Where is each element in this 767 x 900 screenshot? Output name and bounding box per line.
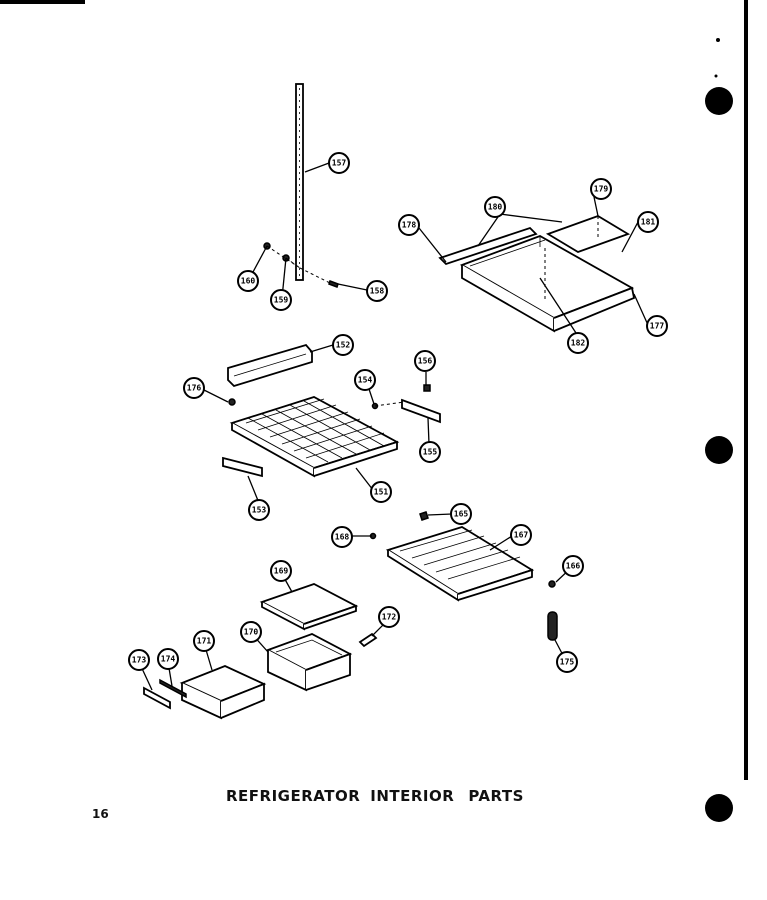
- rail-152: [227, 343, 313, 388]
- svg-text:166: 166: [566, 562, 581, 571]
- spring-175: [547, 611, 558, 641]
- callout-173: 173: [128, 649, 150, 671]
- pin-172: [358, 632, 378, 648]
- clip-165: [419, 511, 429, 521]
- rail-153: [222, 456, 263, 478]
- callout-171: 171: [193, 630, 215, 652]
- dash-ladder: [266, 245, 333, 285]
- callout-172: 172: [378, 606, 400, 628]
- callout-169: 169: [270, 560, 292, 582]
- callout-165: 165: [450, 503, 472, 525]
- svg-text:168: 168: [335, 533, 350, 542]
- svg-text:160: 160: [241, 277, 256, 286]
- callout-174: 174: [157, 648, 179, 670]
- punch-hole-middle: [705, 436, 733, 464]
- callout-154: 154: [354, 369, 376, 391]
- speck: [714, 74, 718, 78]
- wire-shelf-167: [385, 526, 535, 602]
- drawer-171: [179, 665, 267, 720]
- screw-158: [328, 280, 339, 288]
- clip-176: [228, 398, 236, 406]
- svg-text:180: 180: [488, 203, 503, 212]
- callout-178: 178: [398, 214, 420, 236]
- svg-text:171: 171: [197, 637, 212, 646]
- callout-153: 153: [248, 499, 270, 521]
- page-number: 16: [92, 807, 109, 821]
- callout-155: 155: [419, 441, 441, 463]
- callout-177: 177: [646, 315, 668, 337]
- punch-hole-bottom: [705, 794, 733, 822]
- title-word: REFRIGERATOR: [226, 787, 361, 805]
- title-word: INTERIOR: [370, 787, 455, 805]
- speck: [716, 38, 720, 42]
- svg-text:159: 159: [274, 296, 289, 305]
- svg-text:174: 174: [161, 655, 176, 664]
- callout-175: 175: [556, 651, 578, 673]
- svg-text:172: 172: [382, 613, 397, 622]
- callout-160: 160: [237, 270, 259, 292]
- callout-157: 157: [328, 152, 350, 174]
- callout-159: 159: [270, 289, 292, 311]
- strip-174: [159, 678, 187, 699]
- svg-text:154: 154: [358, 376, 373, 385]
- dash-154: [374, 401, 405, 407]
- svg-text:169: 169: [274, 567, 289, 576]
- svg-text:155: 155: [423, 448, 438, 457]
- callout-180: 180: [484, 196, 506, 218]
- svg-text:179: 179: [594, 185, 609, 194]
- svg-text:153: 153: [252, 506, 267, 515]
- svg-text:167: 167: [514, 531, 529, 540]
- svg-text:157: 157: [332, 159, 347, 168]
- callout-151: 151: [370, 481, 392, 503]
- crisper-cover-169: [259, 583, 359, 631]
- shelf-ladder-157: [295, 83, 304, 281]
- svg-text:177: 177: [650, 322, 665, 331]
- top-edge-mark: [0, 0, 85, 4]
- clip-166: [548, 580, 556, 588]
- strip-173: [143, 686, 171, 710]
- clip-156: [423, 384, 431, 392]
- page-title: REFRIGERATOR INTERIOR PARTS: [226, 787, 524, 805]
- callout-179: 179: [590, 178, 612, 200]
- crisper-pan-170: [265, 633, 353, 692]
- leader-lines: [138, 162, 649, 691]
- svg-text:175: 175: [560, 658, 575, 667]
- callout-152: 152: [332, 334, 354, 356]
- callout-168: 168: [331, 526, 353, 548]
- shelf-assembly-177: [438, 215, 636, 333]
- title-word: PARTS: [468, 787, 524, 805]
- callout-158: 158: [366, 280, 388, 302]
- svg-text:173: 173: [132, 656, 147, 665]
- rail-152-detail: [233, 353, 307, 377]
- svg-text:181: 181: [641, 218, 656, 227]
- callout-166: 166: [562, 555, 584, 577]
- callout-176: 176: [183, 377, 205, 399]
- callout-170: 170: [240, 621, 262, 643]
- bracket-155: [401, 398, 441, 424]
- svg-text:158: 158: [370, 287, 385, 296]
- svg-text:152: 152: [336, 341, 351, 350]
- callout-167: 167: [510, 524, 532, 546]
- callout-182: 182: [567, 332, 589, 354]
- svg-text:178: 178: [402, 221, 417, 230]
- wire-shelf-151: [229, 396, 400, 478]
- svg-text:165: 165: [454, 510, 469, 519]
- svg-text:151: 151: [374, 488, 389, 497]
- callout-156: 156: [414, 350, 436, 372]
- svg-text:176: 176: [187, 384, 202, 393]
- callout-181: 181: [637, 211, 659, 233]
- svg-text:156: 156: [418, 357, 433, 366]
- svg-text:170: 170: [244, 628, 259, 637]
- punch-hole-top: [705, 87, 733, 115]
- svg-text:182: 182: [571, 339, 586, 348]
